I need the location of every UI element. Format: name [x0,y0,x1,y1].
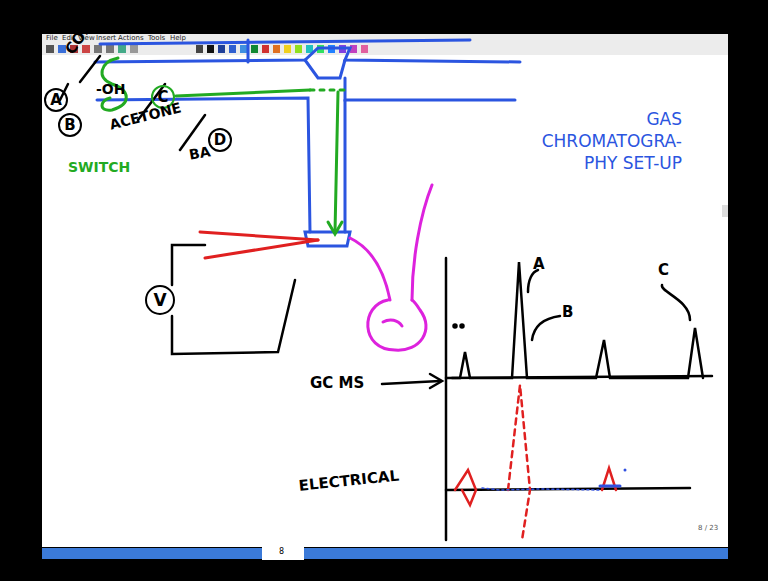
trace-label: GC MS [310,375,364,392]
page-box [262,547,304,560]
chemical-label: -OH [96,82,125,97]
switch-label: SWITCH [68,160,130,175]
peak-label: A [533,256,545,273]
detector-shape [350,185,432,350]
scroll-handle [722,205,728,217]
callout-circle: D [208,128,232,152]
callout-circle: B [58,113,82,137]
whiteboard [42,34,728,547]
callout-letter: B [64,118,75,133]
progress-bar [42,548,728,559]
callout-letter: D [214,133,226,148]
menu-item: Tools [148,35,165,43]
gc-column [95,40,520,246]
menu-item: Help [170,35,186,43]
electrode [200,232,318,258]
circuit-wire [172,245,295,354]
callout-letter: V [153,292,166,309]
callout-letter: A [50,93,62,108]
peak-label: B [562,304,573,321]
menu-item: Insert [96,35,116,43]
menu-item: Actions [118,35,144,43]
page-counter: 8 / 23 [698,525,718,533]
gc-ms-trace [382,258,712,540]
title-note: GAS CHROMATOGRA- PHY SET-UP [532,108,682,174]
separator-slash [60,56,205,150]
switch-path [102,58,345,234]
voltmeter-circle: V [145,285,175,315]
peak-label: C [658,262,669,279]
menu-item: File [46,35,58,43]
page-number: 8 [279,548,284,557]
toolbar [42,34,728,55]
callout-circle: A [44,88,68,112]
electrical-trace [446,385,690,540]
